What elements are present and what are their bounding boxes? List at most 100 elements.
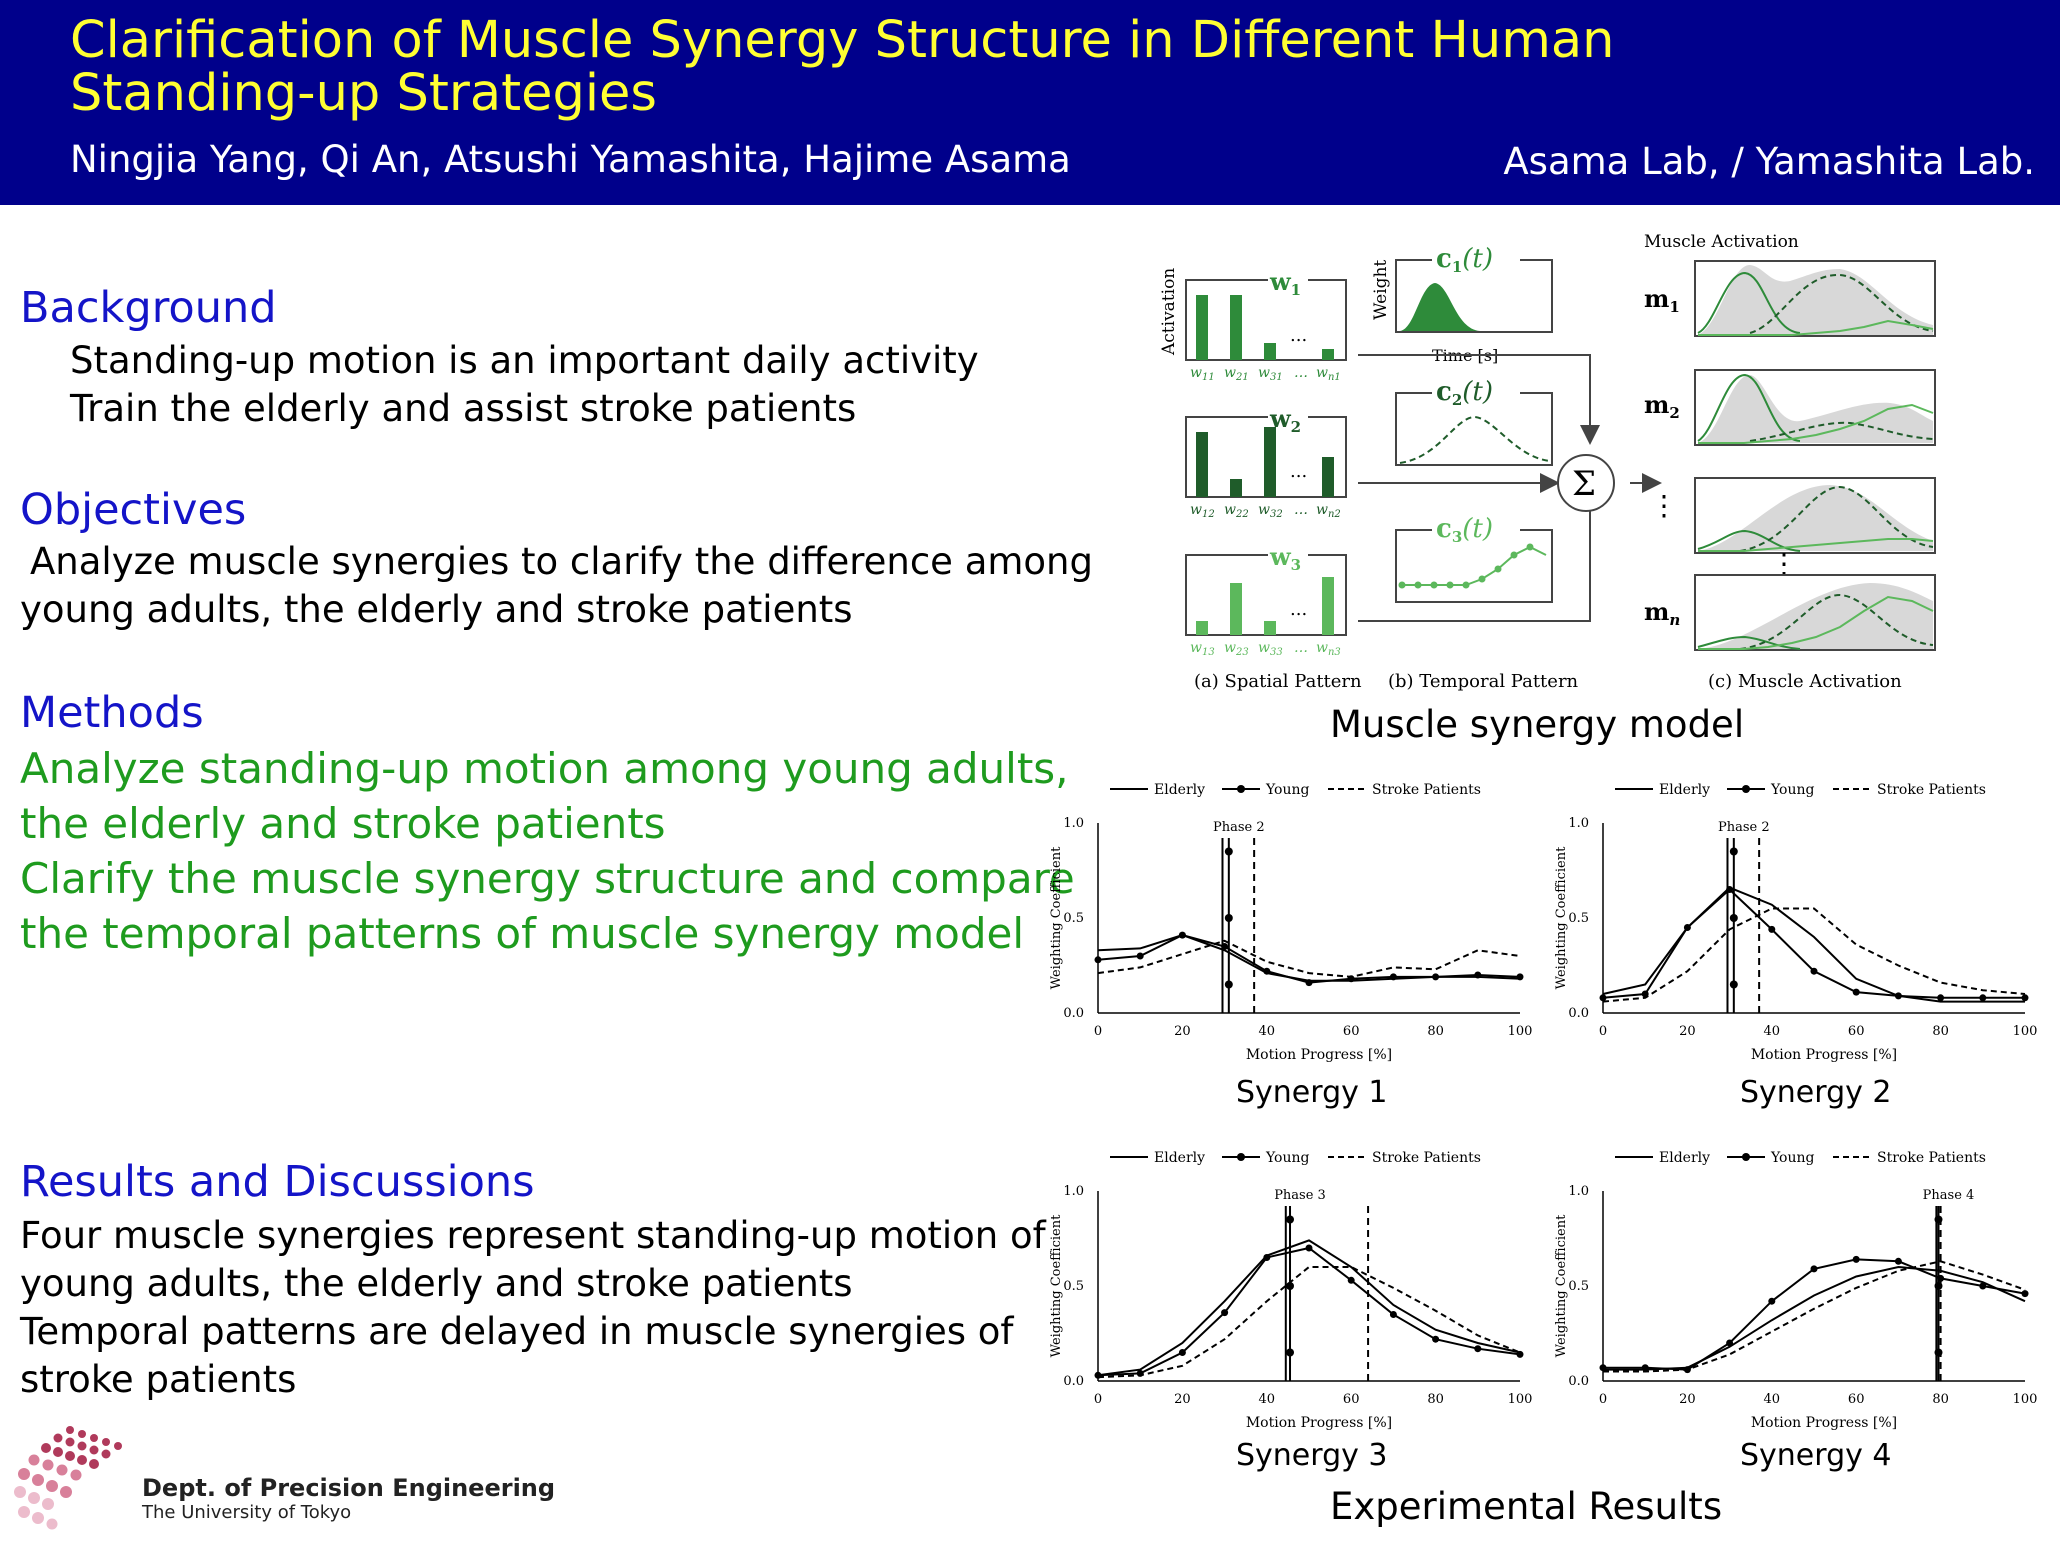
- c3-curve: [1402, 545, 1547, 586]
- w2-label: w2: [1269, 404, 1301, 436]
- x-tick-label: 80: [1427, 1392, 1444, 1407]
- series-line-elderly: [1602, 886, 2025, 1003]
- legend-marker: [1237, 785, 1245, 793]
- c3-markers: [1398, 543, 1534, 589]
- svg-text:w13: w13: [1190, 640, 1215, 658]
- background-text-1: Standing-up motion is an important daily…: [70, 339, 979, 382]
- objectives-heading: Objectives: [20, 485, 247, 535]
- sub-caption-c: (c) Muscle Activation: [1708, 671, 1902, 692]
- results-heading: Results and Discussions: [20, 1157, 535, 1207]
- data-point-young: [1263, 967, 1271, 975]
- data-point-young: [1599, 1364, 1607, 1372]
- x-tick-label: 40: [1764, 1392, 1781, 1407]
- series-line-stroke-patients: [1097, 1266, 1521, 1379]
- x-tick-label: 60: [1848, 1024, 1865, 1039]
- y-tick-label: 0.5: [1568, 1279, 1589, 1294]
- series-line-elderly: [1097, 1239, 1521, 1377]
- svg-text:m2: m2: [1644, 390, 1680, 422]
- y-axis-label: Weighting Coefficient: [1049, 846, 1064, 989]
- model-figure-caption: Muscle synergy model: [1330, 703, 1745, 746]
- data-point-young: [1221, 1309, 1229, 1317]
- phase-line-marker: [1729, 914, 1738, 922]
- y-axis-label: Weighting Coefficient: [1049, 1214, 1064, 1357]
- data-point-young: [1726, 1339, 1734, 1347]
- sigma-symbol: Σ: [1572, 464, 1596, 504]
- c3-label: c3(t): [1436, 514, 1493, 546]
- data-point-young: [1389, 973, 1397, 981]
- legend-label-2: Stroke Patients: [1877, 1150, 1986, 1166]
- methods-text-3: Clarify the muscle synergy structure and…: [20, 854, 1075, 903]
- svg-text:w22: w22: [1224, 502, 1249, 520]
- x-tick-label: 60: [1343, 1392, 1360, 1407]
- data-point-young: [1305, 979, 1313, 987]
- lab-name: Asama Lab, / Yamashita Lab.: [1503, 140, 2035, 183]
- x-tick-label: 40: [1259, 1024, 1276, 1039]
- sub-caption-b: (b) Temporal Pattern: [1388, 671, 1579, 692]
- legend-label-2: Stroke Patients: [1372, 1150, 1481, 1166]
- series-line-young: [1602, 888, 2025, 999]
- data-point-young: [1094, 956, 1102, 964]
- phase-line-marker: [1729, 980, 1738, 989]
- phase-line-marker: [1286, 1282, 1295, 1290]
- legend-marker: [1237, 1153, 1245, 1161]
- svg-text:…: …: [1294, 502, 1308, 518]
- w21-bar: [1230, 295, 1242, 360]
- series-line-stroke-patients: [1097, 939, 1521, 978]
- data-point-young: [1979, 994, 1987, 1002]
- data-point-young: [1347, 1276, 1355, 1284]
- data-point-young: [1221, 943, 1229, 950]
- data-point-young: [1810, 1265, 1818, 1273]
- data-point-young: [1389, 1311, 1397, 1318]
- legend-marker: [1742, 1153, 1750, 1161]
- w11-bar: [1196, 295, 1208, 360]
- y-axis-label: Weighting Coefficient: [1554, 1214, 1569, 1357]
- legend-marker: [1742, 785, 1750, 793]
- x-tick-label: 60: [1343, 1024, 1360, 1039]
- w3-label: w3: [1269, 542, 1301, 574]
- data-point-young: [1937, 1274, 1945, 1282]
- phase-line-marker: [1224, 847, 1233, 856]
- legend-label-2: Stroke Patients: [1877, 782, 1986, 798]
- series-line-stroke-patients: [1603, 1260, 2026, 1373]
- data-point-young: [1136, 952, 1144, 960]
- svg-text:w12: w12: [1190, 502, 1215, 520]
- x-tick-label: 20: [1174, 1392, 1191, 1407]
- x-tick-label: 20: [1679, 1024, 1696, 1039]
- activation-axis-label: Activation: [1159, 268, 1179, 356]
- data-point-young: [1768, 1297, 1776, 1305]
- y-tick-label: 1.0: [1568, 1184, 1589, 1199]
- legend-label-0: Elderly: [1659, 1150, 1710, 1166]
- w32-bar: [1264, 427, 1276, 497]
- svg-text:mn: mn: [1644, 597, 1680, 629]
- methods-text-2: the elderly and stroke patients: [20, 799, 666, 848]
- x-tick-label: 80: [1932, 1392, 1949, 1407]
- m3-plot: [1694, 477, 1936, 554]
- background-heading: Background: [20, 283, 277, 333]
- legend-label-0: Elderly: [1154, 1150, 1205, 1166]
- data-point-young: [1810, 967, 1818, 975]
- phase-line-marker: [1729, 847, 1738, 856]
- data-point-young: [1474, 1345, 1482, 1353]
- phase-label: Phase 2: [1213, 820, 1265, 835]
- data-point-young: [1641, 1364, 1649, 1372]
- x-tick-label: 80: [1427, 1024, 1444, 1039]
- methods-text-1: Analyze standing-up motion among young a…: [20, 744, 1069, 793]
- results-text-1: Four muscle synergies represent standing…: [20, 1214, 1046, 1257]
- legend-label-1: Young: [1770, 1150, 1814, 1166]
- y-tick-label: 0.5: [1568, 911, 1589, 926]
- data-point-young: [1178, 931, 1186, 939]
- x-axis-label: Motion Progress [%]: [1246, 1047, 1392, 1063]
- phase-line-marker: [1224, 980, 1233, 989]
- connector-lines: [1358, 354, 1662, 622]
- svg-text:w33: w33: [1258, 640, 1283, 658]
- y-tick-label: 0.0: [1568, 1374, 1589, 1389]
- svg-text:wn2: wn2: [1316, 502, 1341, 520]
- synergy-2-caption: Synergy 2: [1740, 1075, 1892, 1110]
- w1-label: w1: [1269, 267, 1301, 299]
- university-name: The University of Tokyo: [142, 1502, 352, 1523]
- x-tick-label: 100: [2013, 1392, 2038, 1407]
- x-axis-label: Motion Progress [%]: [1246, 1415, 1392, 1431]
- ellipsis: ...: [1290, 599, 1307, 620]
- x-tick-label: 40: [1764, 1024, 1781, 1039]
